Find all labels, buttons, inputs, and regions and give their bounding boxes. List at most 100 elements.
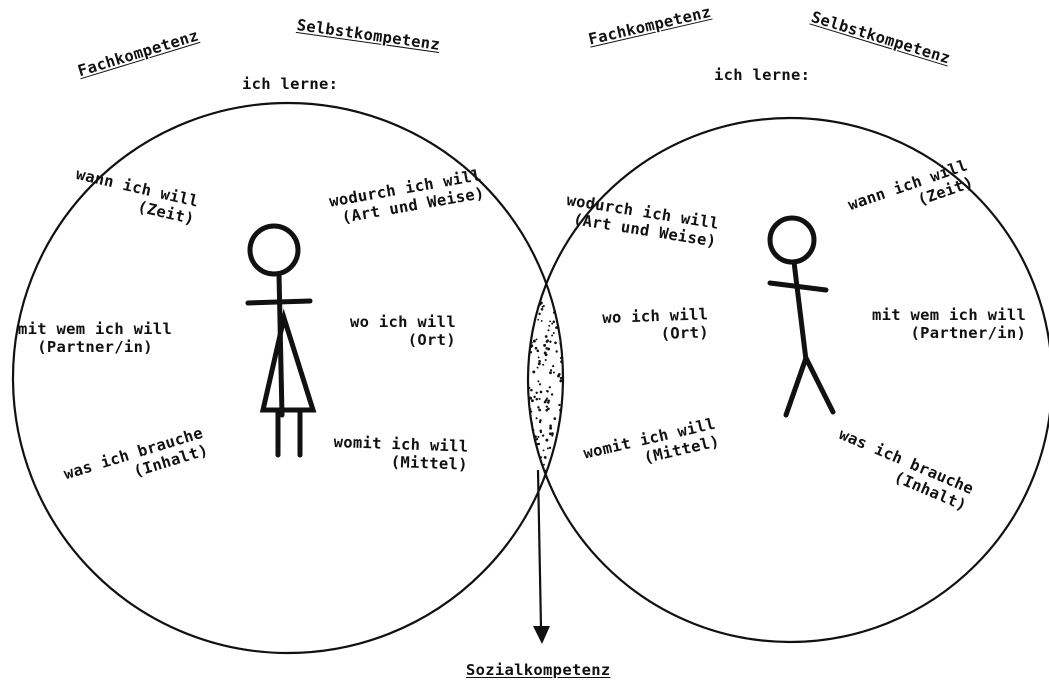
stipple-dot <box>579 412 582 415</box>
stipple-dot <box>602 234 604 236</box>
stipple-dot <box>543 344 546 347</box>
stipple-dot <box>545 439 548 442</box>
stipple-dot <box>546 340 548 342</box>
stipple-dot <box>575 316 578 319</box>
stipple-dot <box>572 329 574 331</box>
stipple-dot <box>570 302 572 304</box>
stipple-dot <box>556 271 559 274</box>
stipple-dot <box>586 517 589 520</box>
stipple-dot <box>606 504 609 507</box>
stipple-dot <box>604 428 607 431</box>
stipple-dot <box>586 310 588 312</box>
right-ich-lerne-label: ich lerne: <box>714 67 810 85</box>
stipple-dot <box>539 398 541 400</box>
stipple-dot <box>583 484 586 487</box>
stipple-dot <box>596 303 599 306</box>
stipple-dot <box>572 331 575 334</box>
stipple-dot <box>568 403 570 405</box>
stipple-dot <box>582 286 584 288</box>
stipple-dot <box>587 252 589 254</box>
stipple-dot <box>606 285 609 288</box>
stipple-dot <box>594 512 596 514</box>
left-wo-text: wo ich will <box>350 314 456 332</box>
stipple-dot <box>607 247 609 249</box>
stipple-dot <box>576 298 578 300</box>
stipple-dot <box>549 386 551 388</box>
stipple-dot <box>589 268 592 271</box>
stipple-dot <box>590 234 593 237</box>
stipple-dot <box>537 380 539 382</box>
stipple-dot <box>584 305 587 308</box>
stipple-dot <box>570 485 573 488</box>
stipple-dot <box>584 485 586 487</box>
stipple-dot <box>594 377 596 379</box>
stipple-dot <box>549 427 552 430</box>
stipple-dot <box>605 271 607 273</box>
stipple-dot <box>552 281 555 284</box>
stipple-dot <box>597 350 600 353</box>
stipple-dot <box>575 417 577 419</box>
stipple-dot <box>572 297 575 300</box>
stipple-dot <box>582 356 585 359</box>
stipple-dot <box>591 301 593 303</box>
stipple-dot <box>587 369 589 371</box>
stipple-dot <box>554 291 556 293</box>
stipple-dot <box>604 374 606 376</box>
stipple-dot <box>582 422 585 425</box>
stipple-dot <box>584 432 586 434</box>
stipple-dot <box>589 425 592 428</box>
stipple-dot <box>565 502 568 505</box>
stipple-dot <box>559 269 562 272</box>
stipple-dot <box>556 488 558 490</box>
stipple-dot <box>577 466 580 469</box>
stipple-dot <box>536 417 538 419</box>
stipple-dot <box>579 469 581 471</box>
stipple-dot <box>577 395 579 397</box>
stipple-dot <box>577 393 580 396</box>
stipple-dot <box>551 435 553 437</box>
stipple-dot <box>575 406 577 408</box>
stipple-dot <box>587 431 589 433</box>
stipple-dot <box>602 480 605 483</box>
stipple-dot <box>553 321 556 324</box>
stipple-dot <box>553 371 555 373</box>
stipple-dot <box>581 411 584 414</box>
stipple-dot <box>551 323 553 325</box>
stipple-dot <box>579 319 581 321</box>
stipple-dot <box>579 254 582 257</box>
stipple-dot <box>537 350 540 353</box>
stipple-dot <box>587 324 590 327</box>
stipple-dot <box>531 399 534 402</box>
stipple-dot <box>573 402 575 404</box>
stipple-dot <box>580 330 582 332</box>
stipple-dot <box>555 461 558 464</box>
stipple-dot <box>576 507 579 510</box>
stipple-dot <box>604 282 606 284</box>
stipple-dot <box>580 421 582 423</box>
stipple-dot <box>543 449 545 451</box>
stipple-dot <box>540 391 543 394</box>
stipple-dot <box>592 367 594 369</box>
right-mit-wem-label: mit wem ich will (Partner/in) <box>872 307 1026 343</box>
left-wo-label: wo ich will (Ort) <box>350 314 456 350</box>
right-wo-label: wo ich will (Ort) <box>602 306 709 345</box>
stipple-dot <box>593 260 596 263</box>
stipple-dot <box>583 328 585 330</box>
stipple-dot <box>558 436 561 439</box>
stipple-dot <box>586 298 589 301</box>
stipple-dot <box>606 505 608 507</box>
stipple-dot <box>533 396 535 398</box>
stipple-dot <box>583 297 586 300</box>
stipple-dot <box>595 409 597 411</box>
stipple-dot <box>571 243 573 245</box>
stipple-dot <box>556 294 558 296</box>
stipple-dot <box>583 347 585 349</box>
stipple-dot <box>554 478 556 480</box>
stipple-dot <box>577 356 579 358</box>
stipple-dot <box>547 329 549 331</box>
stipple-dot <box>569 381 572 384</box>
stipple-dot <box>549 447 551 449</box>
stipple-dot <box>591 414 593 416</box>
stipple-dot <box>576 443 579 446</box>
stipple-dot <box>574 278 576 280</box>
